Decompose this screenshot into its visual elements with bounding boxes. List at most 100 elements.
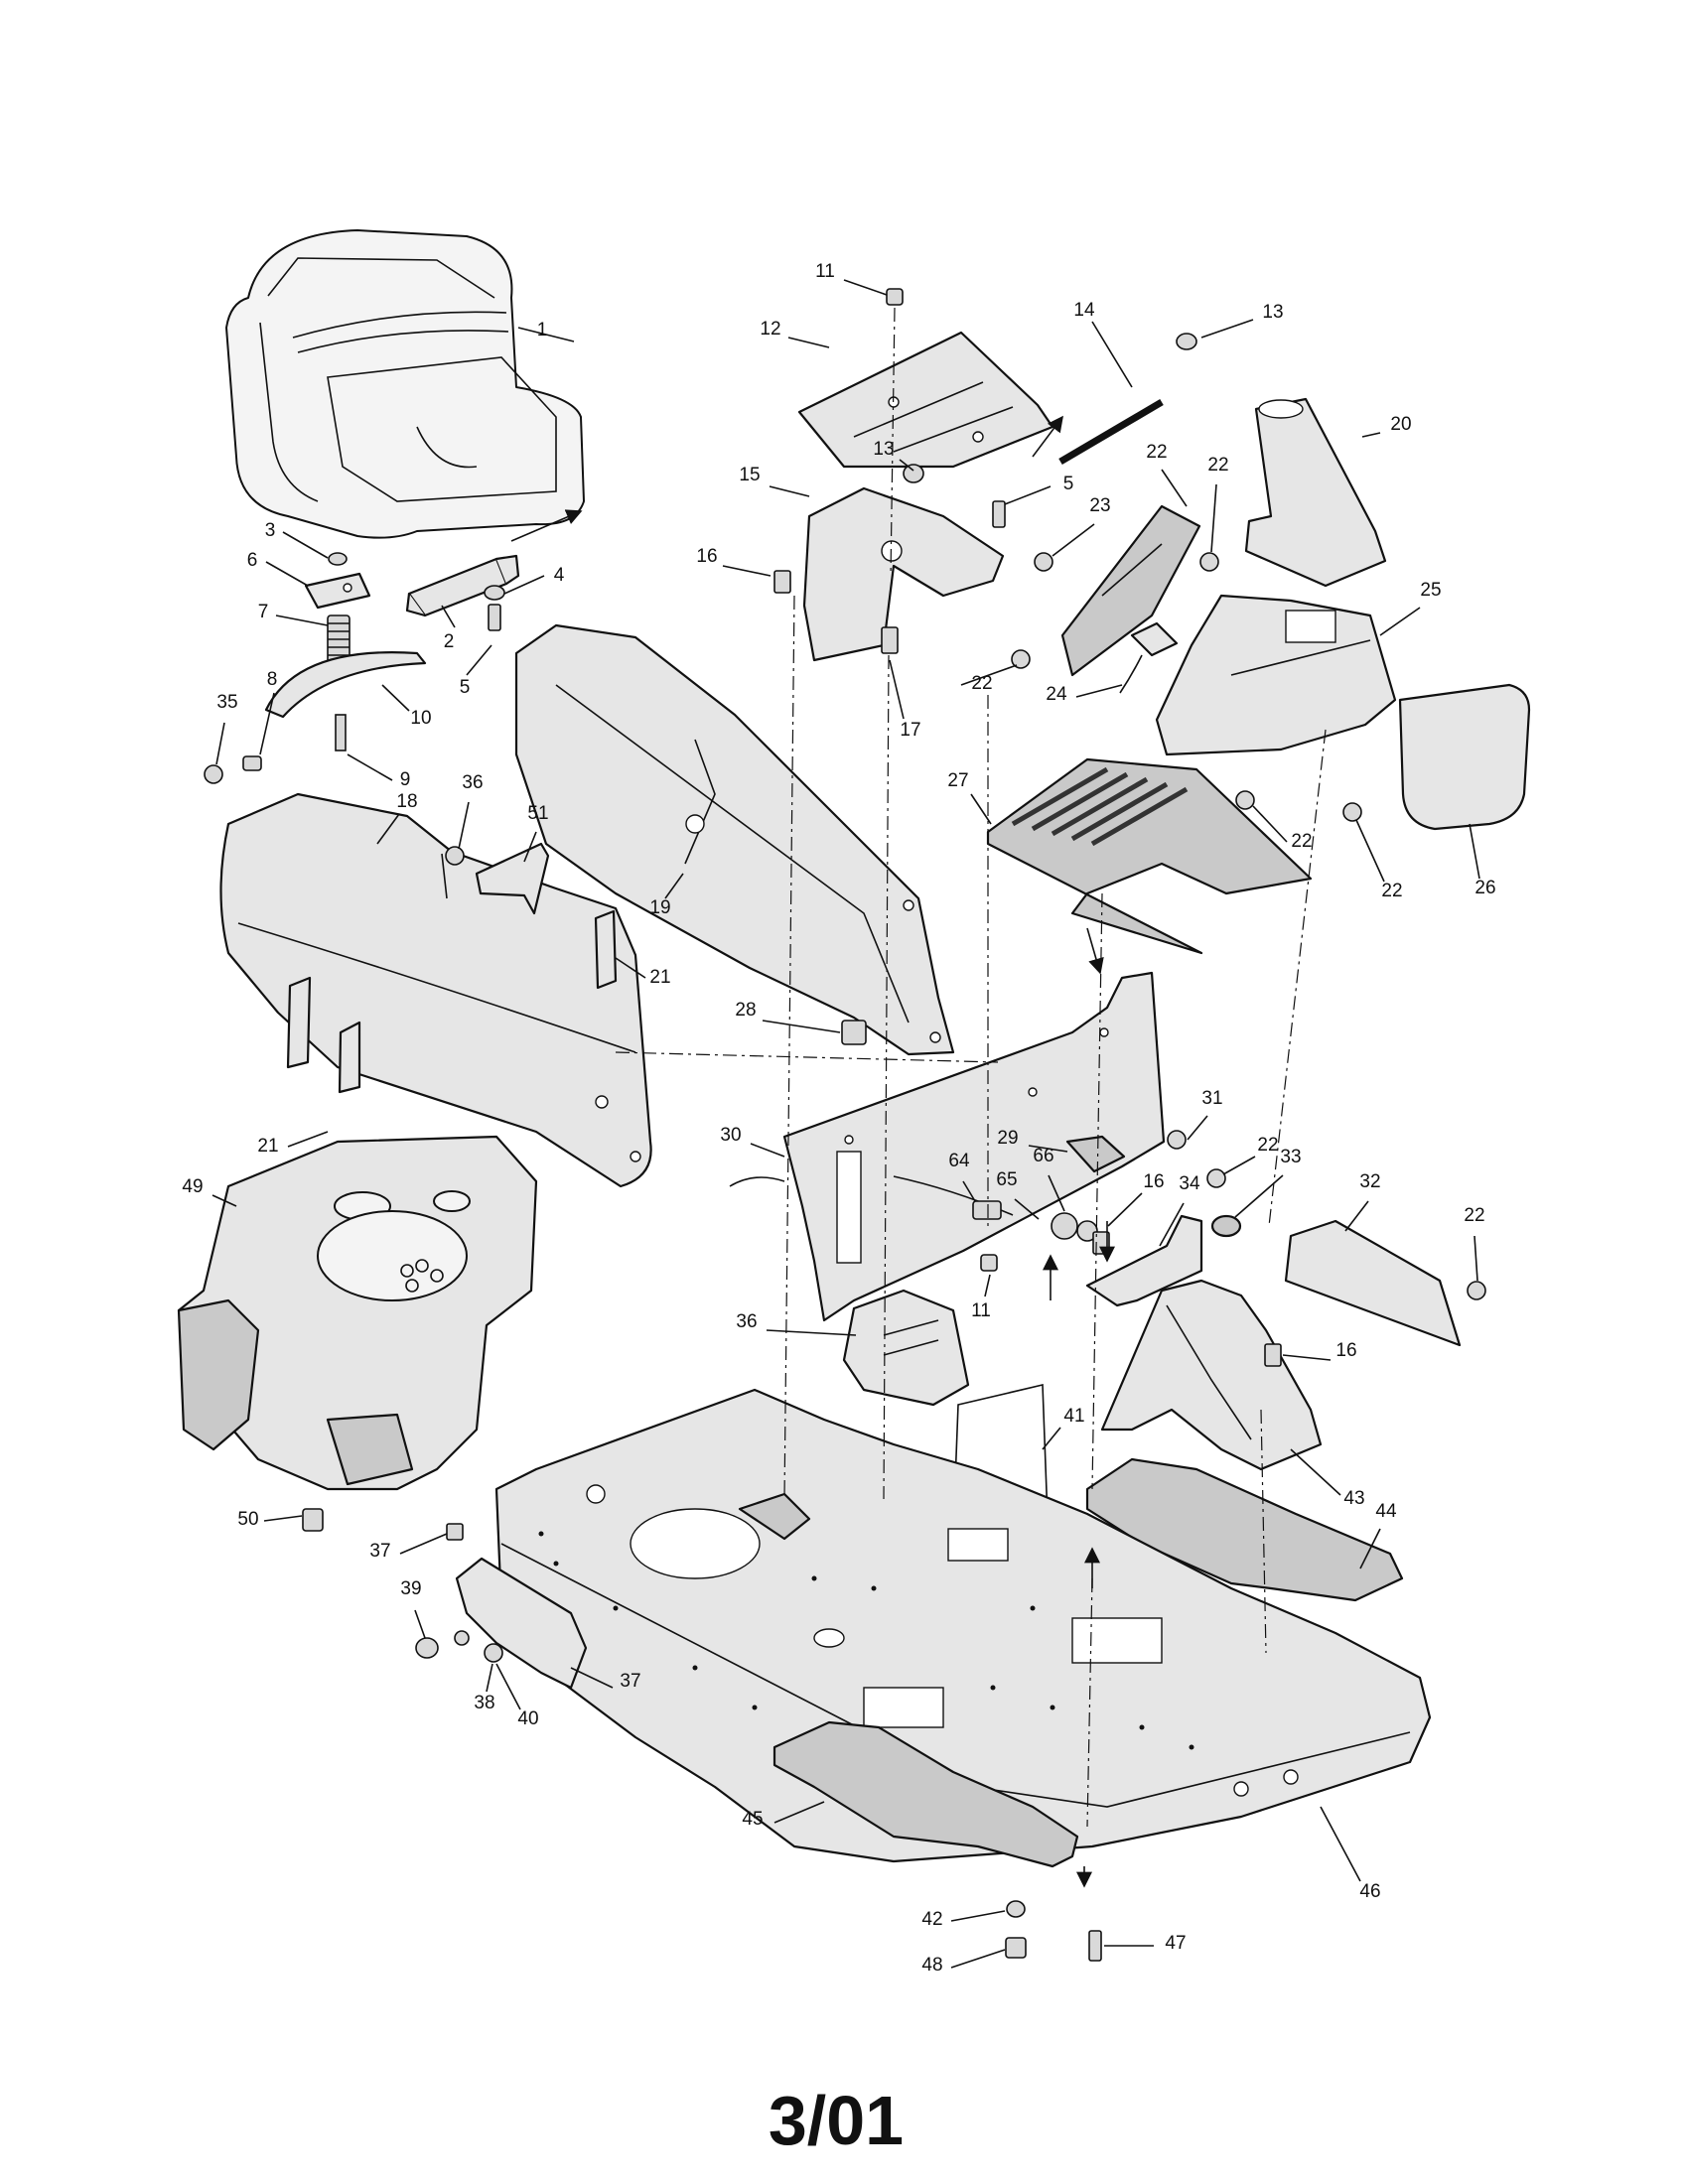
callout-number: 7 (258, 602, 269, 622)
callout-leader (1200, 319, 1254, 339)
callout-leader (950, 1910, 1006, 1922)
callout-number: 13 (1262, 302, 1283, 323)
callout-leader (773, 1801, 825, 1824)
callout-number: 40 (517, 1708, 538, 1729)
direction-arrows (1032, 415, 1115, 1888)
callout-leader (769, 485, 810, 497)
fender-part (219, 792, 652, 1188)
cover-part (1398, 683, 1531, 831)
callout-leader (899, 459, 914, 472)
callout-number: 39 (400, 1578, 421, 1599)
callout-leader (1052, 523, 1095, 557)
callout-leader (766, 1329, 857, 1336)
callout-number: 23 (1089, 495, 1110, 516)
callout-leader (1091, 321, 1133, 388)
callout-number: 51 (527, 803, 548, 824)
callout-leader (1161, 469, 1188, 507)
callout-number: 10 (410, 708, 431, 729)
callout-number: 31 (1201, 1088, 1222, 1109)
callout-number: 22 (1291, 831, 1312, 852)
seat-bracket-part (405, 509, 583, 617)
callout-number: 18 (396, 791, 417, 812)
callout-leader (787, 337, 830, 348)
callout-leader (1320, 1806, 1361, 1882)
callout-leader (1355, 819, 1385, 883)
callout-number: 22 (1464, 1205, 1484, 1226)
callout-leader (1474, 1235, 1478, 1282)
callout-number: 27 (947, 770, 968, 791)
dash-panel-part (1155, 594, 1397, 756)
callout-leader (615, 957, 646, 979)
callout-number: 36 (462, 772, 483, 793)
callout-leader (722, 565, 772, 577)
pedestal-part (842, 1279, 1323, 1471)
callout-number: 38 (474, 1693, 494, 1713)
mounting-plate-part (797, 331, 1054, 469)
steering-support-part (802, 486, 1005, 662)
callout-number: 37 (369, 1541, 390, 1562)
rod-part (1058, 398, 1164, 466)
callout-leader (970, 793, 992, 825)
engine-bolt-part (302, 1508, 324, 1532)
callout-number: 24 (1046, 684, 1067, 705)
callout-number: 36 (736, 1311, 757, 1332)
front-bracket-part (415, 1523, 588, 1690)
firewall-part (782, 971, 1166, 1322)
callout-leader (1042, 1427, 1061, 1450)
callout-number: 44 (1375, 1501, 1397, 1522)
callout-leader (495, 1663, 521, 1710)
callout-number: 21 (257, 1136, 278, 1157)
callout-number: 41 (1063, 1406, 1084, 1427)
clip-part (841, 1020, 867, 1045)
pedal-bracket-part (1085, 1214, 1203, 1307)
callout-leader (441, 605, 456, 628)
callout-leader (263, 1515, 303, 1522)
callout-leader (376, 813, 400, 845)
callout-leader (486, 1663, 493, 1693)
callout-number: 25 (1420, 580, 1441, 601)
callout-leader (962, 1180, 976, 1202)
cover-plate-part (1284, 1219, 1462, 1347)
callout-leader (1004, 485, 1052, 505)
callout-number: 47 (1165, 1933, 1186, 1954)
callout-leader (762, 1020, 841, 1033)
callout-leader (211, 1194, 237, 1207)
callout-number: 16 (1143, 1171, 1164, 1192)
callout-leader (466, 644, 492, 676)
footrest-part (986, 757, 1313, 955)
callout-leader (458, 801, 470, 850)
callout-layer: 1234556789101111121313141516161617181920… (182, 261, 1495, 1976)
bushing-part (1210, 1214, 1242, 1238)
callout-number: 66 (1033, 1146, 1053, 1166)
callout-leader (1048, 1174, 1065, 1212)
callout-number: 50 (237, 1509, 258, 1530)
date-stamp: 3/01 (769, 2082, 904, 2159)
callout-leader (347, 753, 393, 781)
callout-number: 64 (948, 1151, 970, 1171)
small-bracket-part (1065, 1135, 1126, 1173)
seat-spring-assembly (242, 552, 427, 771)
callout-leader (889, 659, 905, 720)
callout-number: 6 (247, 550, 258, 571)
callout-leader (1107, 1192, 1143, 1227)
callout-number: 22 (1257, 1135, 1278, 1156)
callout-number: 15 (739, 465, 760, 485)
callout-leader (1252, 805, 1288, 843)
callout-leader (750, 1143, 785, 1158)
callout-number: 22 (1146, 442, 1167, 463)
callout-number: 9 (400, 769, 411, 790)
engine-part (177, 1135, 538, 1491)
callout-number: 42 (921, 1909, 942, 1930)
callout-leader (664, 873, 684, 899)
callout-number: 34 (1179, 1173, 1200, 1194)
callout-number: 28 (735, 1000, 756, 1021)
callout-number: 37 (620, 1671, 640, 1692)
callout-number: 16 (1335, 1340, 1356, 1361)
callout-number: 3 (265, 520, 276, 541)
alignment-lines (615, 307, 1327, 1828)
callout-number: 11 (815, 261, 835, 282)
bracket-parts (286, 842, 618, 1094)
callout-leader (1028, 1145, 1068, 1153)
callout-leader (381, 684, 410, 712)
